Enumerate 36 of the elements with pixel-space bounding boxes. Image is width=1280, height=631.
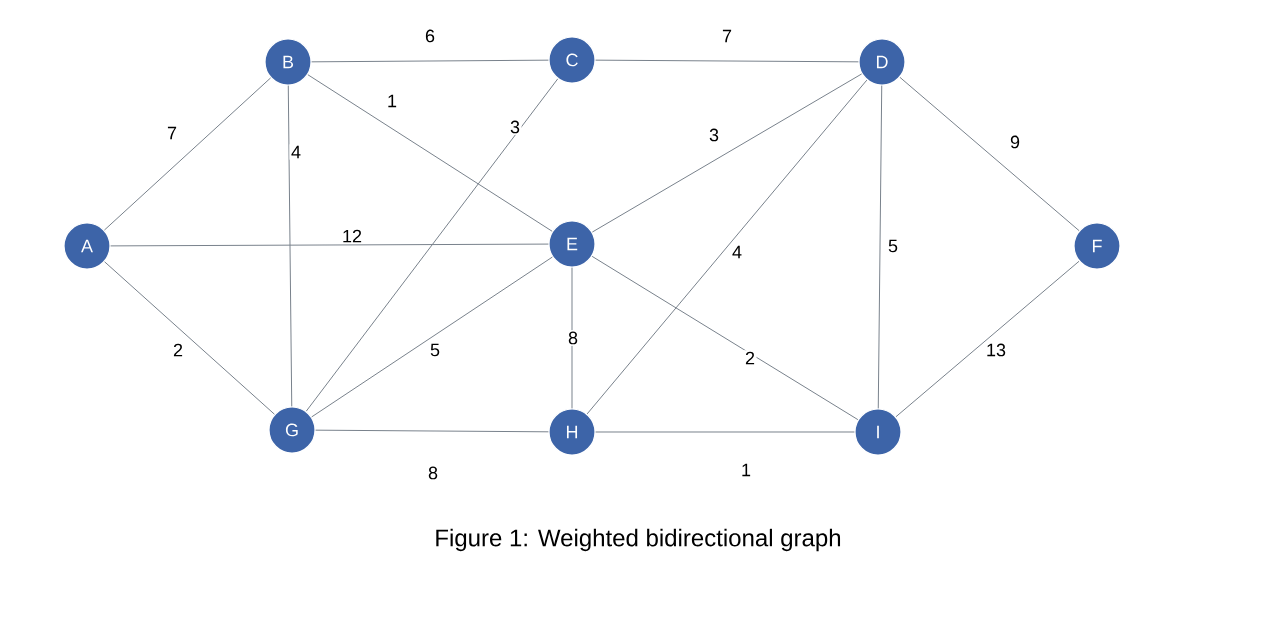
edge-label: 9 [1008,134,1022,150]
edge-label: 3 [707,127,721,143]
edge-label: 1 [739,462,753,478]
edge-line [311,256,553,418]
edge-line [899,76,1080,232]
edge-line [307,74,553,232]
edge-line [586,79,868,415]
edge-line [877,85,883,409]
edge-line [571,267,573,409]
edge-label: 4 [730,244,744,260]
edge-label: 3 [508,119,522,135]
edge-label: 12 [340,228,364,244]
edge-label: 7 [165,125,179,141]
edge-line [103,77,272,231]
edge-label: 13 [984,342,1008,358]
edge-line [595,431,855,433]
edge-line [110,243,549,247]
edge-label: 5 [428,342,442,358]
edge-label: 8 [566,330,580,346]
edge-label: 1 [385,93,399,109]
edge-line [311,59,549,63]
edge-label: 5 [886,238,900,254]
edge-line [315,429,549,433]
edge-line [305,78,559,412]
edge-line [104,261,275,415]
edge-line [591,73,863,233]
edge-label: 2 [171,342,185,358]
edge-label: 6 [423,28,437,44]
figure-caption: Figure 1: Weighted bidirectional graph [436,528,841,552]
edge-line [895,260,1080,418]
edge-label: 2 [743,350,757,366]
edge-label: 7 [720,28,734,44]
edge-line [287,85,293,407]
edge-label: 8 [426,465,440,481]
edge-line [591,255,859,421]
edge-line [595,59,859,63]
